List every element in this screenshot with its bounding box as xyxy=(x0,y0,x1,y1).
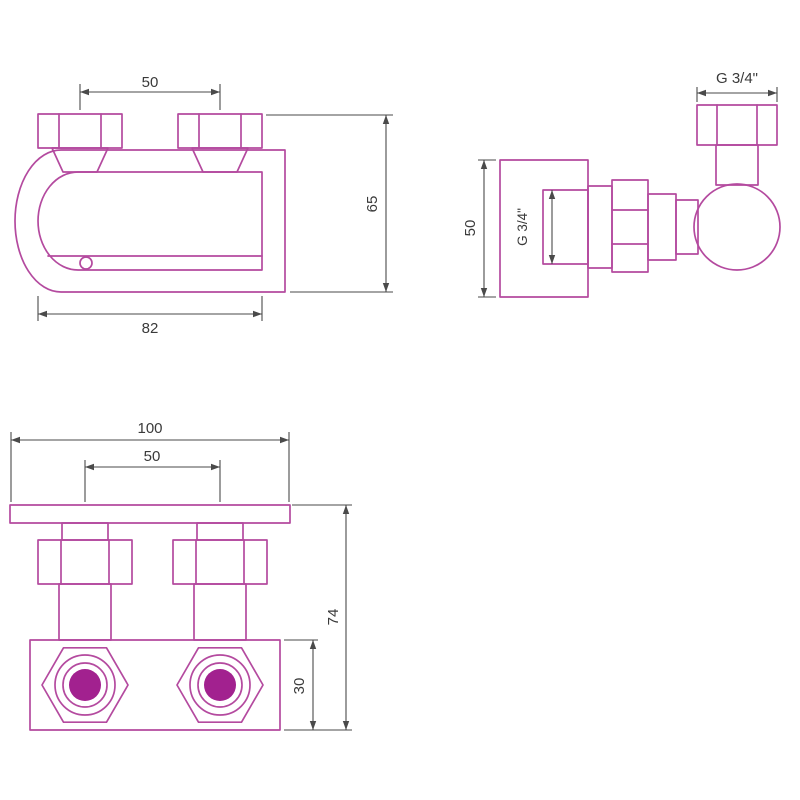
front-left-taper xyxy=(51,147,109,173)
bottom-right-mid-circle xyxy=(197,662,243,708)
label-front-base-width: 82 xyxy=(142,320,159,337)
side-union-nut xyxy=(611,179,649,273)
label-side-thread-socket: G 3/4" xyxy=(515,208,530,246)
bottom-right-outer-circle xyxy=(189,654,251,716)
bottom-left-outer-circle xyxy=(54,654,116,716)
front-frame-outer xyxy=(14,149,286,293)
front-left-nut xyxy=(37,113,123,149)
bottom-view xyxy=(9,504,291,731)
side-wall-plate xyxy=(499,159,589,298)
label-front-nut-spacing: 50 xyxy=(142,74,159,91)
front-view xyxy=(14,113,286,293)
drawing-outlines xyxy=(9,104,781,731)
side-pipe-section xyxy=(647,193,677,261)
dimension-labels: 50 65 82 G 3/4" G 3/4" 50 100 50 74 30 xyxy=(137,70,758,694)
side-thread-socket xyxy=(542,189,589,265)
bottom-right-bore-fill xyxy=(204,669,236,701)
bottom-valve-body xyxy=(29,639,281,731)
bottom-right-nut xyxy=(172,539,268,585)
filled-bores xyxy=(69,669,236,701)
label-bottom-overall-width: 100 xyxy=(137,420,162,437)
bottom-left-bore-fill xyxy=(69,669,101,701)
label-bottom-nut-spacing: 50 xyxy=(144,448,161,465)
bottom-mounting-plate xyxy=(9,504,291,524)
front-right-taper xyxy=(191,147,249,173)
side-ball-body xyxy=(693,183,781,271)
front-right-nut xyxy=(177,113,263,149)
bottom-left-collar xyxy=(61,522,109,541)
side-top-nut xyxy=(696,104,778,146)
bottom-left-hex xyxy=(41,646,129,724)
side-pipe-section xyxy=(675,199,699,255)
front-frame-inner xyxy=(37,171,263,271)
bottom-right-collar xyxy=(196,522,244,541)
bottom-left-stem xyxy=(58,583,112,641)
front-rail-detail-circle xyxy=(79,256,93,270)
bottom-right-hex xyxy=(176,646,264,724)
label-side-thread-top: G 3/4" xyxy=(716,70,758,87)
bottom-left-nut xyxy=(37,539,133,585)
label-bottom-total-height: 74 xyxy=(325,609,342,626)
dimension-lines xyxy=(10,84,778,731)
label-bottom-body-height: 30 xyxy=(291,678,308,695)
label-front-height: 65 xyxy=(364,196,381,213)
side-neck xyxy=(715,144,759,186)
bottom-right-stem xyxy=(193,583,247,641)
label-side-plate-height: 50 xyxy=(462,220,479,237)
bottom-left-mid-circle xyxy=(62,662,108,708)
side-pipe-section xyxy=(587,185,613,269)
side-view xyxy=(499,104,781,298)
